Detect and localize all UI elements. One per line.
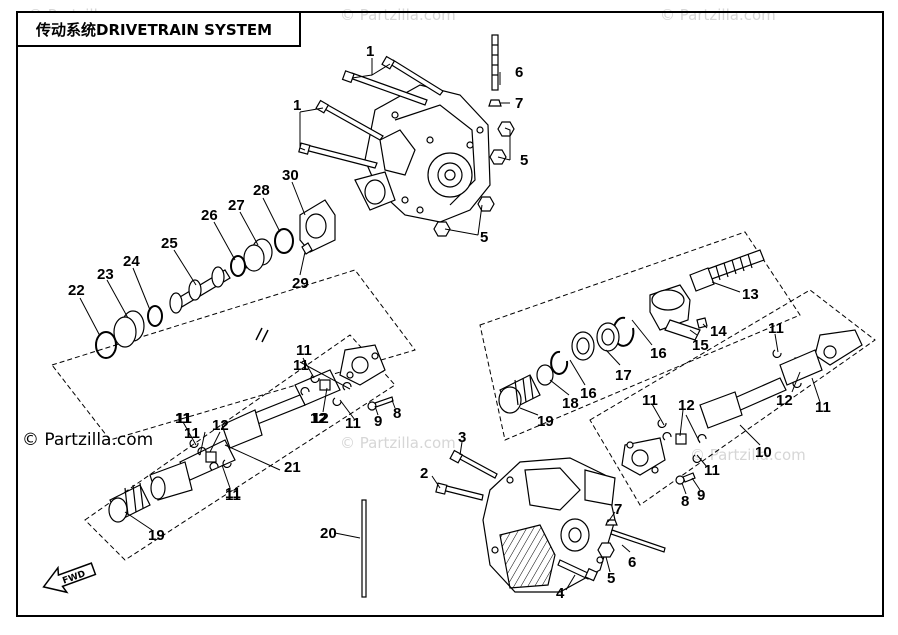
- front-studs: [597, 519, 666, 558]
- callout-12: 12: [312, 410, 329, 427]
- callout-19: 19: [537, 413, 554, 430]
- callout-1: 1: [293, 97, 301, 114]
- callout-12: 12: [678, 397, 695, 414]
- callout-19: 19: [148, 527, 165, 544]
- shaft-break-mark: [255, 327, 269, 343]
- front-gear-case: [482, 457, 616, 593]
- callout-7: 7: [614, 501, 622, 518]
- flange-bolts-left: [367, 396, 394, 411]
- callout-27: 27: [228, 197, 245, 214]
- rear-gear-case: [354, 84, 491, 223]
- callout-1: 1: [366, 43, 374, 60]
- callout-8: 8: [681, 493, 689, 510]
- callout-11: 11: [768, 320, 784, 337]
- callout-20: 20: [320, 525, 337, 542]
- callout-23: 23: [97, 266, 114, 283]
- rear-shaft-group-outline: [51, 269, 416, 441]
- leader-lines: [79, 58, 821, 591]
- callout-7: 7: [515, 95, 523, 112]
- callout-16: 16: [580, 385, 597, 402]
- long-rod-20: [361, 499, 367, 598]
- page-title: 传动系统DRIVETRAIN SYSTEM: [35, 21, 272, 39]
- callout-25: 25: [161, 235, 178, 252]
- callout-10: 10: [755, 444, 772, 461]
- callout-18: 18: [562, 395, 579, 412]
- callout-26: 26: [201, 207, 218, 224]
- output-shaft-13: [689, 249, 765, 292]
- callout-5: 5: [480, 229, 488, 246]
- callout-11: 11: [176, 410, 192, 427]
- callout-4: 4: [556, 585, 565, 602]
- bearing-bracket: [649, 284, 708, 341]
- callout-15: 15: [692, 337, 709, 354]
- callout-5: 5: [520, 152, 528, 169]
- callout-11: 11: [225, 487, 241, 504]
- watermark-4: © Partzilla.com: [340, 434, 456, 452]
- callout-6: 6: [628, 554, 636, 571]
- callout-11: 11: [184, 425, 200, 442]
- front-prop-shaft-right: [621, 329, 863, 485]
- watermark-2: © Partzilla.com: [340, 6, 456, 24]
- callout-11: 11: [175, 410, 191, 427]
- callout-22: 22: [68, 282, 85, 299]
- callout-11: 11: [704, 462, 720, 479]
- svg-text:FWD: FWD: [61, 569, 87, 586]
- callout-11: 11: [293, 357, 309, 374]
- callout-13: 13: [742, 286, 759, 303]
- callout-8: 8: [393, 405, 401, 422]
- watermark-3: © Partzilla.com: [660, 6, 776, 24]
- callout-12: 12: [310, 410, 327, 427]
- callout-3: 3: [458, 429, 466, 446]
- callout-2: 2: [420, 465, 428, 482]
- callout-11: 11: [225, 485, 241, 502]
- callout-14: 14: [710, 323, 727, 340]
- right-bearing-parts: [498, 316, 635, 414]
- callout-29: 29: [292, 275, 309, 292]
- title-box: 传动系统DRIVETRAIN SYSTEM: [16, 11, 301, 47]
- group-outlines: [51, 231, 876, 561]
- callout-30: 30: [282, 167, 299, 184]
- callout-6: 6: [515, 64, 523, 81]
- callout-11: 11: [642, 392, 658, 409]
- front-shaft-group-outline: [84, 334, 396, 561]
- callout-11: 11: [296, 342, 312, 359]
- front-case-bolts: [435, 449, 598, 582]
- right-shaft-group-outline: [479, 231, 801, 441]
- callout-labels: 1 1 6 7 5 5 30 28 27 26 25 24 23 22 29 1…: [68, 43, 831, 602]
- callout-11: 11: [345, 415, 361, 432]
- watermark-5: © Partzilla.com: [690, 446, 806, 464]
- callout-9: 9: [374, 413, 382, 430]
- rear-shaft-parts: [95, 199, 336, 359]
- callout-17: 17: [615, 367, 632, 384]
- callout-24: 24: [123, 253, 140, 270]
- copyright-text: © Partzilla.com: [22, 430, 153, 450]
- callout-9: 9: [697, 487, 705, 504]
- page-frame: [16, 11, 884, 617]
- front-prop-group-outline: [589, 289, 876, 506]
- stud-top: [488, 34, 502, 107]
- forward-arrow-icon: FWD: [42, 562, 97, 594]
- callout-28: 28: [253, 182, 270, 199]
- callout-12: 12: [212, 417, 229, 434]
- callout-12: 12: [776, 392, 793, 409]
- callout-11: 11: [815, 399, 831, 416]
- callout-5: 5: [607, 570, 615, 587]
- callout-21: 21: [284, 459, 301, 476]
- callout-16: 16: [650, 345, 667, 362]
